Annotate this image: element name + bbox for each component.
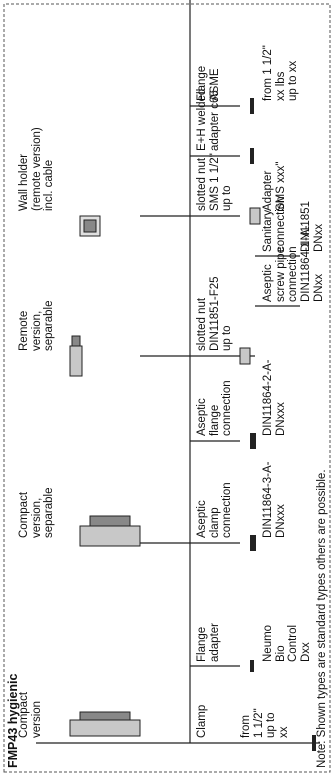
slotted-nut-sms-icon: [249, 207, 261, 225]
label-remote-separable: Remote version, separable: [18, 300, 55, 351]
spec-clamp: from 1 1/2" up to xx: [240, 708, 290, 738]
flange-adapter-icon: [250, 660, 254, 672]
wall-holder-icon: [79, 215, 101, 237]
spec-flange-asme: from 1 1/2" xx lbs up to xx: [262, 45, 299, 101]
spec-aseptic-clamp: DIN11864-3-A- DNxxx: [262, 461, 287, 539]
slotted-nut-din-icon: [239, 347, 251, 365]
label-aseptic-screw: Aseptic screw pipe connection: [262, 246, 299, 302]
dashed-frame: [3, 3, 331, 773]
diagram-note: Note: Shown types are standard types oth…: [316, 469, 328, 768]
flange-asme-icon: [250, 98, 254, 114]
welded-adapter-icon: [250, 148, 254, 164]
label-adapter-sms: Adapter SMS xxx": [262, 161, 287, 211]
aseptic-flange-icon: [250, 433, 256, 449]
spec-flange-adapter: Neumo Bio Control Dxx: [262, 624, 312, 662]
label-flange-asme: Flange ASME: [196, 65, 221, 101]
label-clamp: Clamp: [196, 704, 208, 738]
separable-probe-icon: [79, 515, 141, 547]
label-aseptic-clamp: Aseptic clamp connection: [196, 482, 233, 538]
label-aseptic-flange: Aseptic flange connection: [196, 380, 233, 436]
label-compact-separable: Compact version, separable: [18, 487, 55, 538]
remote-probe-icon: [69, 335, 83, 377]
spec-sanitary: DIN11851 DNxx: [300, 201, 325, 252]
compact-probe-icon: [69, 711, 141, 737]
label-compact-version: Compact version: [18, 691, 43, 738]
label-slotted-nut-din: slotted nut DIN11851-F25 up to: [196, 276, 233, 351]
label-wall-holder: Wall holder (remote version) incl. cable: [18, 127, 55, 211]
aseptic-clamp-icon: [250, 535, 256, 551]
label-slotted-nut-sms: slotted nut SMS 1 1/2" up to: [196, 153, 233, 211]
clamp-icon: [312, 735, 316, 751]
spec-aseptic-flange: DIN11864-2-A- DNxxx: [262, 359, 287, 437]
label-flange-adapter: Flange adapter: [196, 622, 221, 662]
